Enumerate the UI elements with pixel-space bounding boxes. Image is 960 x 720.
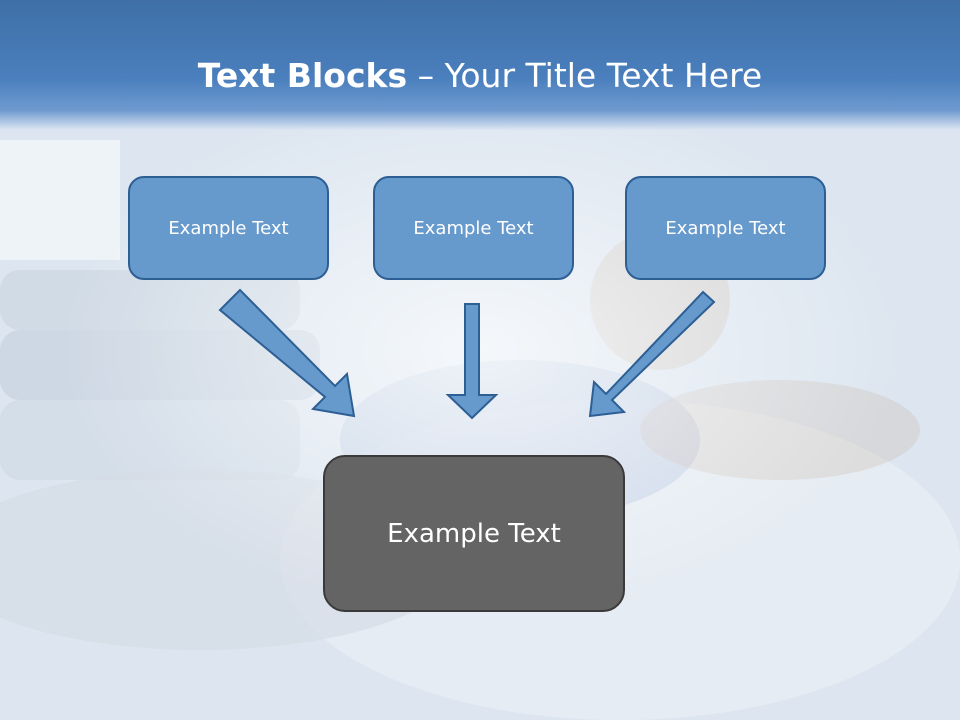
arrow-right: [588, 290, 716, 418]
title-bold: Text Blocks: [197, 56, 408, 95]
slide-title[interactable]: Text Blocks – Your Title Text Here: [0, 52, 960, 100]
text-block-1[interactable]: Example Text: [128, 176, 329, 280]
title-rest: Your Title Text Here: [444, 56, 763, 95]
arrow-center: [445, 303, 499, 420]
text-block-2[interactable]: Example Text: [373, 176, 574, 280]
main-text-block-label: Example Text: [387, 518, 561, 549]
title-dash: –: [407, 56, 445, 95]
text-block-3[interactable]: Example Text: [625, 176, 826, 280]
arrow-left: [218, 288, 356, 418]
text-block-1-label: Example Text: [168, 217, 289, 239]
text-block-3-label: Example Text: [665, 217, 786, 239]
text-block-2-label: Example Text: [413, 217, 534, 239]
main-text-block[interactable]: Example Text: [323, 455, 625, 612]
title-bar: [0, 0, 960, 130]
